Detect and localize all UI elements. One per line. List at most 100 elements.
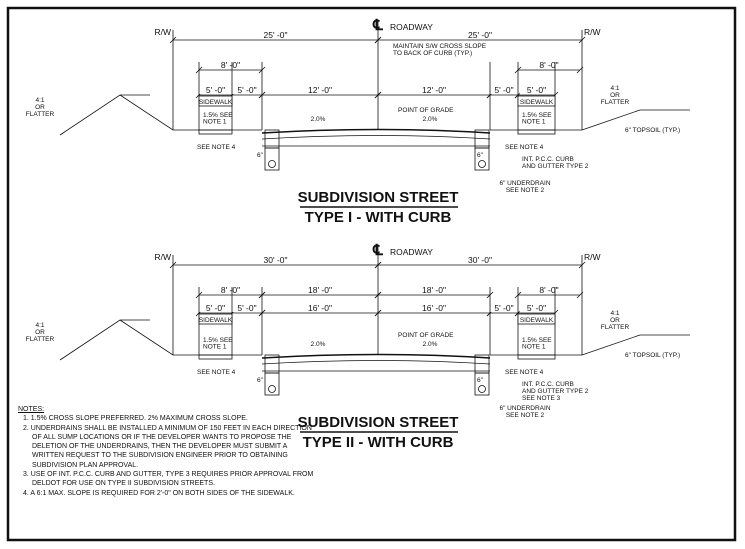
dim-half-right-tick xyxy=(578,261,586,269)
road-slope-left: 2.0% xyxy=(311,341,326,348)
dim-sidewalk-right-label: 5' -0" xyxy=(527,85,546,95)
dim-sidewalk-right-label-bg xyxy=(519,86,554,94)
sidewalk-label: SIDEWALK xyxy=(520,99,554,106)
dim-6in-right: 6" xyxy=(477,152,484,159)
note-1: 1. 1.5% CROSS SLOPE PREFERRED. 2% MAXIMU… xyxy=(23,415,248,423)
dim-half-left-label: 30' -0" xyxy=(263,255,287,265)
dim-8-left-label: 8' -0" xyxy=(221,60,240,70)
dim-8-right-tick xyxy=(576,291,584,299)
topsoil-label: 6" TOPSOIL (TYP.) xyxy=(625,352,680,359)
section-subtitle: TYPE I - WITH CURB xyxy=(305,209,452,226)
see-note-4-right: SEE NOTE 4 xyxy=(505,144,544,151)
sidewalk-slab xyxy=(198,354,233,360)
dim-sidewalk-left-label: 5' -0" xyxy=(206,85,225,95)
topsoil-label: 6" TOPSOIL (TYP.) xyxy=(625,127,680,134)
dim-half-left-label-bg xyxy=(256,256,295,264)
road-slope-right: 2.0% xyxy=(423,341,438,348)
centerline-symbol: ℄ xyxy=(372,242,383,259)
see-note-4-left: SEE NOTE 4 xyxy=(197,144,236,151)
notes-block: NOTES: 1. 1.5% CROSS SLOPE PREFERRED. 2%… xyxy=(18,405,318,498)
underdrain-trench-right xyxy=(474,372,490,396)
dim-18-left-label-bg xyxy=(300,286,340,294)
sheet-border xyxy=(6,6,737,542)
rw-right-label: R/W xyxy=(584,27,601,37)
dim-18-right-label-bg xyxy=(414,286,454,294)
ground-line xyxy=(59,319,690,361)
sidewalk-slab xyxy=(198,129,233,135)
dim-6in-left: 6" xyxy=(257,152,264,159)
dim-18-right-label: 18' -0" xyxy=(422,285,446,295)
dim-lane-right-tick xyxy=(374,309,382,317)
road-slope-right: 2.0% xyxy=(423,116,438,123)
dim-8-left-label-bg xyxy=(213,61,248,69)
roadway-label: ROADWAY xyxy=(390,22,433,32)
note-2: 2. UNDERDRAINS SHALL BE INSTALLED A MINI… xyxy=(23,424,312,469)
underdrain-pipe-left xyxy=(268,385,276,393)
dim-8-right-label: 8' -0" xyxy=(539,285,558,295)
dim-lane-right-label: 12' -0" xyxy=(422,85,446,95)
dim-half-left-label-bg xyxy=(256,31,295,39)
dim-18-left-label: 18' -0" xyxy=(308,285,332,295)
rw-left-label: R/W xyxy=(154,27,171,37)
dim-half-right-label-bg xyxy=(460,256,500,264)
note-4: 4. A 6:1 MAX. SLOPE IS REQUIRED FOR 2'-0… xyxy=(23,489,295,497)
dim-8-right-label-bg xyxy=(532,286,566,294)
underdrain-pipe-right xyxy=(478,385,486,393)
sidewalk-label: SIDEWALK xyxy=(520,317,554,324)
dim-18-right-tick xyxy=(374,291,382,299)
ground-line xyxy=(59,94,690,136)
dim-lane-right-label-bg xyxy=(414,86,454,94)
dim-buffer-right-label: 5' -0" xyxy=(494,303,513,313)
dim-half-right-tick xyxy=(374,36,382,44)
underdrain-trench-right xyxy=(474,147,490,171)
rw-left-label: R/W xyxy=(154,252,171,262)
section-title: SUBDIVISION STREET xyxy=(298,414,459,431)
dim-buffer-left-label-bg xyxy=(230,304,264,312)
dim-half-right-label-bg xyxy=(460,31,500,39)
underdrain-pipe-right xyxy=(478,160,486,168)
dim-buffer-left-label: 5' -0" xyxy=(237,303,256,313)
dim-half-right-tick xyxy=(578,36,586,44)
dim-lane-left-label: 12' -0" xyxy=(308,85,332,95)
dim-8-right-label-bg xyxy=(532,61,566,69)
sidewalk-slab xyxy=(517,129,556,135)
dim-lane-left-label-bg xyxy=(300,86,340,94)
dim-8-right-tick xyxy=(576,66,584,74)
dim-lane-left-label-bg xyxy=(300,304,340,312)
dim-buffer-right-label-bg xyxy=(487,304,521,312)
dim-lane-right-label-bg xyxy=(414,304,454,312)
sidewalk-slab xyxy=(517,354,556,360)
dim-half-left-tick xyxy=(169,36,177,44)
point-of-grade-label: POINT OF GRADE xyxy=(398,332,454,339)
dim-half-right-tick xyxy=(374,261,382,269)
dim-buffer-left-label: 5' -0" xyxy=(237,85,256,95)
dim-8-left-label: 8' -0" xyxy=(221,285,240,295)
underdrain-pipe-left xyxy=(268,160,276,168)
sidewalk-label-box xyxy=(517,313,556,325)
sidewalk-label: SIDEWALK xyxy=(199,99,233,106)
road-slope-left: 2.0% xyxy=(311,116,326,123)
dim-sidewalk-left-label-bg xyxy=(198,304,233,312)
dim-half-right-label: 25' -0" xyxy=(468,30,492,40)
notes-heading: NOTES: xyxy=(18,406,45,413)
section-title: SUBDIVISION STREET xyxy=(298,189,459,206)
rw-right-label: R/W xyxy=(584,252,601,262)
note-3: 3. USE OF INT. P.C.C. CURB AND GUTTER, T… xyxy=(23,471,314,488)
dim-sidewalk-right-label: 5' -0" xyxy=(527,303,546,313)
sidewalk-label: SIDEWALK xyxy=(199,317,233,324)
see-note-4-right: SEE NOTE 4 xyxy=(505,369,544,376)
roadway-label: ROADWAY xyxy=(390,247,433,257)
sidewalk-label-box xyxy=(517,95,556,107)
